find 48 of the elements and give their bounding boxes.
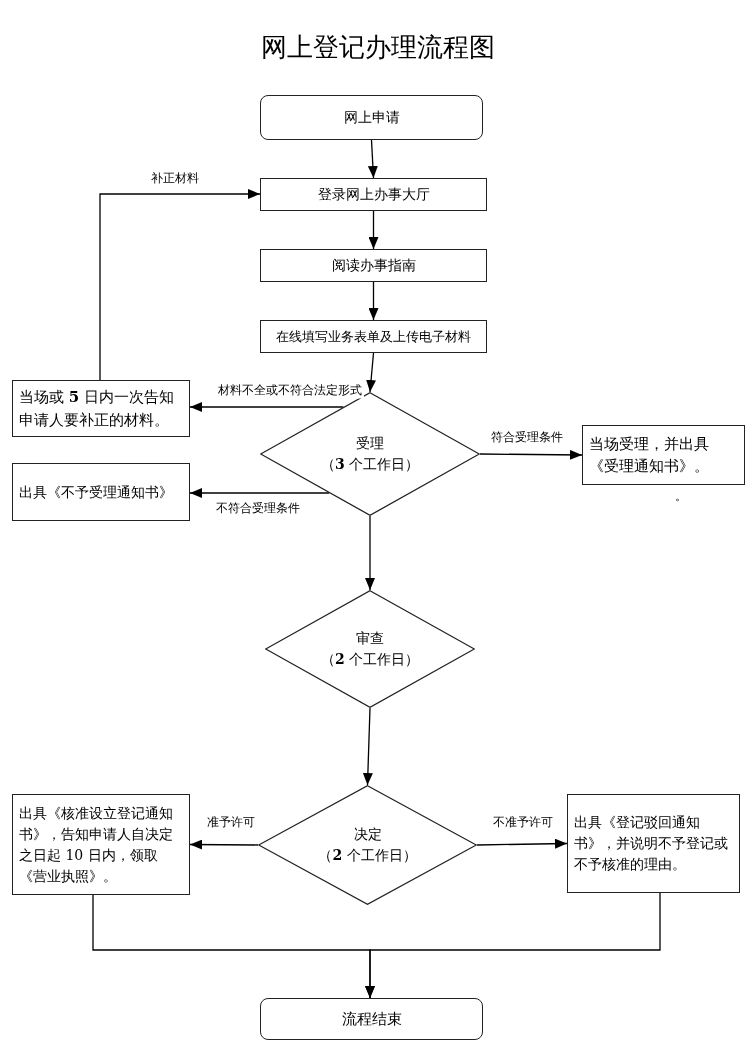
step-text: （3 个工作日） <box>320 455 420 474</box>
step-text: 流程结束 <box>341 1008 402 1030</box>
terminal-box <box>260 998 483 1040</box>
arrow <box>479 449 583 460</box>
step-text: 出具《不予受理通知书》 <box>19 482 174 502</box>
process-box <box>567 794 740 893</box>
arrow <box>476 838 568 849</box>
step-text: 阅读办事指南 <box>331 256 416 275</box>
step-text: （2 个工作日） <box>318 846 417 865</box>
arrow <box>368 281 379 321</box>
edge-label: 不准予许可 <box>491 813 555 831</box>
arrow <box>366 352 377 393</box>
arrow <box>99 189 261 381</box>
edge-label: 材料不全或不符合法定形式 <box>216 381 364 399</box>
step-text: 出具《登记驳回通知书》，并说明不予登记或不予核准的理由。 <box>574 813 729 874</box>
arrow <box>368 210 379 250</box>
step-text: 决定 <box>353 825 382 844</box>
process-box <box>260 249 487 282</box>
step-text: 受理 <box>356 434 384 453</box>
arrow <box>189 839 259 850</box>
step-text: 登录网上办事大厅 <box>317 185 430 204</box>
arrow <box>362 707 373 786</box>
edge-label: 补正材料 <box>149 169 201 187</box>
decision-diamond <box>265 590 475 708</box>
decision-diamond <box>258 785 477 905</box>
edge-label: 不符合受理条件 <box>214 499 302 517</box>
process-box <box>260 320 487 353</box>
process-box <box>12 463 190 521</box>
step-text: （2 个工作日） <box>320 650 420 669</box>
arrow <box>367 139 378 179</box>
process-box <box>260 178 487 211</box>
arrow <box>365 515 375 591</box>
arrow <box>189 488 330 498</box>
step-text: 当场受理，并出具《受理通知书》。 <box>589 433 710 477</box>
process-box <box>12 794 190 895</box>
step-text: 当场或 5 日内一次告知申请人要补正的材料。 <box>19 387 175 431</box>
note-text: 。 <box>674 488 687 505</box>
step-text: 出具《核准设立登记通知书》，告知申请人自决定之日起 10 日内，领取《营业执照》。 <box>19 803 174 886</box>
step-text: 审查 <box>356 629 384 648</box>
step-text: 网上申请 <box>343 108 400 127</box>
process-box <box>12 380 190 437</box>
arrow <box>189 402 345 412</box>
terminal-box <box>260 95 483 140</box>
edge-label: 准予许可 <box>205 813 257 831</box>
step-text: 在线填写业务表单及上传电子材料 <box>276 327 471 346</box>
edge-label: 符合受理条件 <box>489 428 565 446</box>
title: 网上登记办理流程图 <box>260 31 496 64</box>
arrow <box>365 892 661 999</box>
